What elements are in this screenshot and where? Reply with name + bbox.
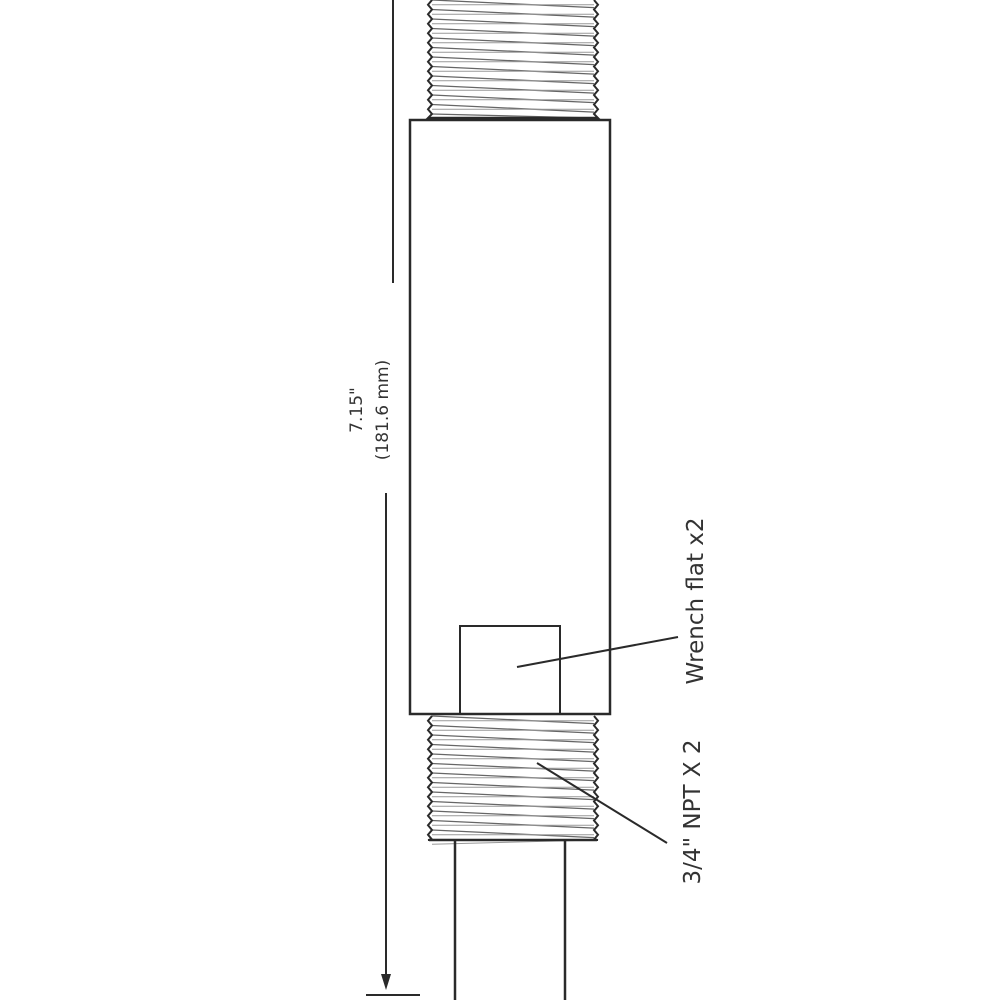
thread-line xyxy=(431,734,595,744)
thread-line xyxy=(431,724,595,734)
dimension-inches: 7.15" xyxy=(347,387,367,433)
thread-edge xyxy=(592,715,600,841)
thread-line xyxy=(431,0,595,9)
thread-line xyxy=(431,829,595,839)
thread-line xyxy=(431,37,595,47)
wrench-flat-label: Wrench flat x2 xyxy=(683,517,709,684)
wrench-flat-leader xyxy=(516,636,679,668)
wrench-flat xyxy=(459,625,561,715)
thread-line xyxy=(431,715,595,725)
dimension-arrow-icon xyxy=(381,974,391,990)
thread-line xyxy=(431,75,595,85)
thread-leader xyxy=(536,762,668,844)
thread-line xyxy=(431,103,595,113)
dimension-mm: (181.6 mm) xyxy=(373,360,393,460)
thread-line xyxy=(431,753,595,763)
top-thread xyxy=(425,0,601,120)
thread-edge xyxy=(425,0,434,119)
thread-line xyxy=(431,781,595,791)
thread-line xyxy=(431,8,595,18)
bottom-thread xyxy=(426,715,600,845)
thread-line xyxy=(431,27,595,37)
thread-line xyxy=(431,772,595,782)
body-hex xyxy=(408,118,612,716)
thread-line xyxy=(431,762,595,772)
thread-line xyxy=(431,65,595,75)
thread-line xyxy=(431,800,595,810)
thread-line xyxy=(431,84,595,94)
thread-edge xyxy=(426,715,434,841)
thread-line xyxy=(431,743,595,753)
thread-edge xyxy=(592,0,601,119)
thread-label: 3/4" NPT X 2 xyxy=(680,739,706,884)
thread-line xyxy=(431,18,595,28)
thread-line xyxy=(431,46,595,56)
thread-line xyxy=(431,819,595,829)
thread-line xyxy=(431,791,595,801)
thread-line xyxy=(431,56,595,66)
thread-line xyxy=(431,94,595,104)
thread-line xyxy=(431,810,595,820)
